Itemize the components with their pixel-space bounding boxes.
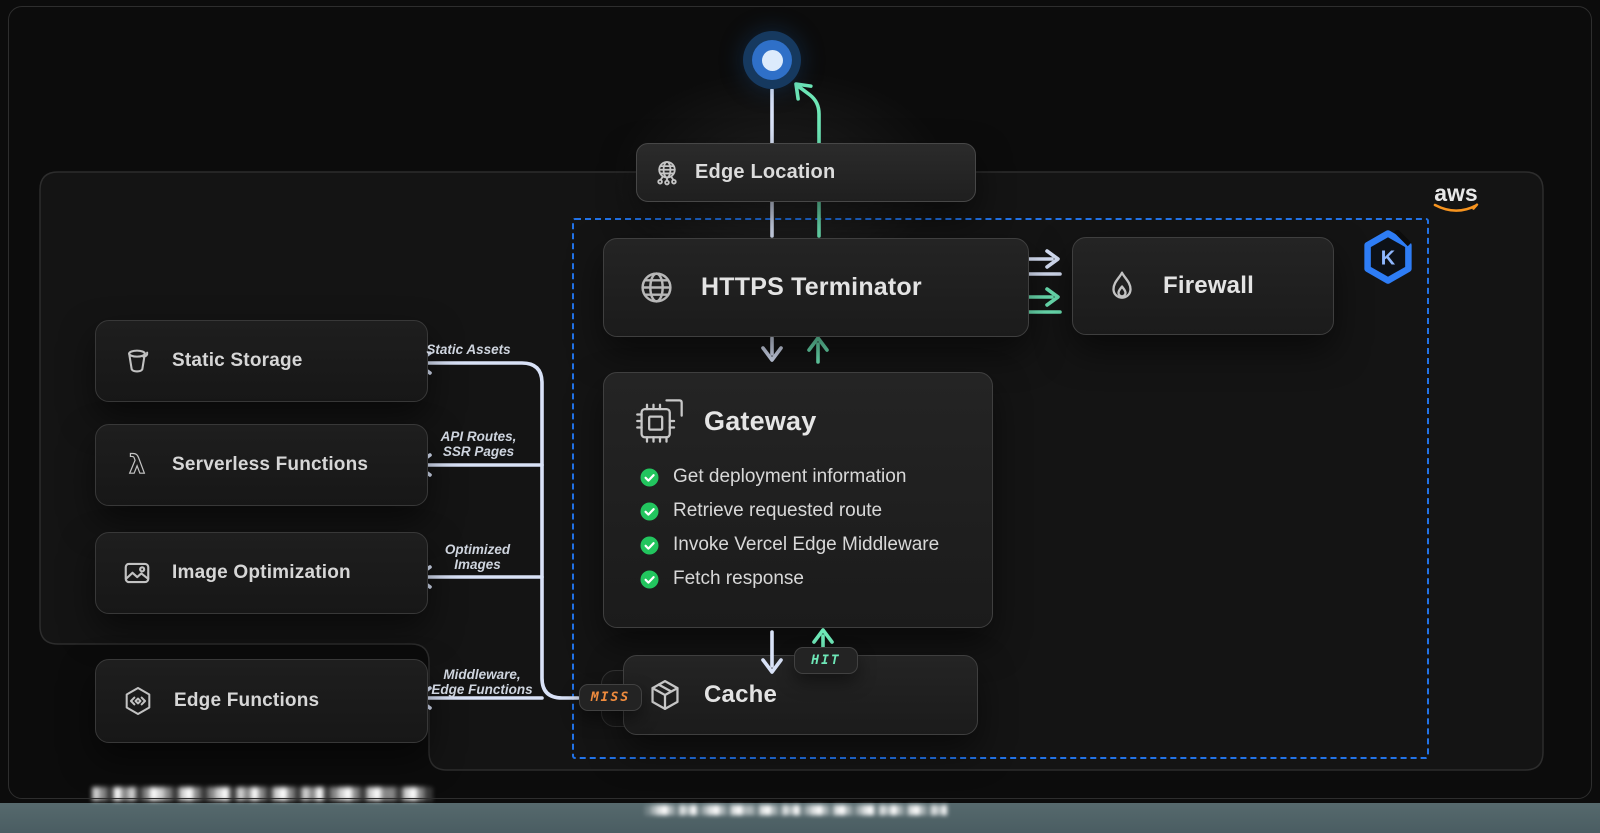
hit-badge: HIT bbox=[794, 647, 858, 674]
edge-location-node: Edge Location bbox=[636, 143, 976, 202]
firewall-node: Firewall bbox=[1072, 237, 1334, 335]
gateway-step-label: Retrieve requested route bbox=[673, 500, 883, 521]
gateway-title: Gateway bbox=[704, 405, 817, 436]
image-icon bbox=[122, 558, 152, 588]
bottom-band bbox=[0, 803, 1600, 833]
edge-functions-label: Edge Functions bbox=[174, 690, 320, 711]
aws-smile-icon bbox=[1433, 203, 1479, 212]
edge-label-optimized-images: Optimized Images bbox=[444, 542, 511, 572]
response-wire-vertical bbox=[796, 84, 821, 238]
gateway-step-label: Get deployment information bbox=[673, 466, 907, 487]
hit-badge-label: HIT bbox=[811, 653, 841, 668]
right-arrowhead bbox=[1045, 249, 1060, 269]
aws-logo: aws bbox=[1431, 180, 1481, 217]
miss-badge: MISS bbox=[579, 684, 642, 711]
redacted-text: ░▒▓█▒░▓▒█░▒▓█▒░▓█▒▒░▓█▒░▓▒█░▒▓█▒░▓█▒░▒▓█… bbox=[645, 805, 947, 816]
gateway-step: Get deployment information bbox=[640, 466, 992, 487]
serverless-functions-label: Serverless Functions bbox=[172, 454, 369, 475]
https-terminator-label: HTTPS Terminator bbox=[701, 273, 922, 301]
chip-icon bbox=[634, 395, 686, 447]
flame-icon bbox=[1105, 269, 1139, 303]
right-arrowhead-green bbox=[1045, 287, 1060, 307]
hexagon-code-icon bbox=[122, 685, 154, 717]
aws-dashed-region bbox=[572, 218, 1429, 759]
origin-point-ring bbox=[752, 40, 792, 80]
globe-icon bbox=[638, 269, 675, 306]
cache-hit-arrowhead bbox=[812, 628, 834, 644]
check-icon bbox=[640, 536, 659, 555]
origin-point-core bbox=[761, 49, 783, 71]
static-storage-node: Static Storage bbox=[95, 320, 428, 402]
miss-badge-label: MISS bbox=[590, 690, 631, 705]
edge-location-label: Edge Location bbox=[695, 161, 836, 183]
check-icon bbox=[640, 502, 659, 521]
origin-point bbox=[743, 31, 801, 89]
image-optimization-label: Image Optimization bbox=[172, 562, 351, 583]
static-storage-label: Static Storage bbox=[172, 350, 303, 371]
edge-label-api-routes: API Routes, SSR Pages bbox=[440, 429, 517, 459]
response-arrowhead bbox=[794, 82, 813, 101]
gateway-step: Fetch response bbox=[640, 568, 992, 589]
k8s-hexagon-logo: K bbox=[1361, 230, 1415, 284]
fanout-spine bbox=[418, 361, 580, 700]
down-arrowhead bbox=[761, 346, 783, 362]
gateway-step: Retrieve requested route bbox=[640, 500, 992, 521]
cache-label: Cache bbox=[704, 681, 778, 708]
edge-label-static-assets: Static Assets bbox=[426, 342, 511, 357]
cache-down-arrowhead bbox=[761, 658, 783, 674]
gateway-step: Invoke Vercel Edge Middleware bbox=[640, 534, 992, 555]
lambda-icon: λ bbox=[122, 450, 152, 480]
redacted-text: ▓▒░█▒▓░▒█▓▒░▓█▒░▒▓█░▓▒█▒░▓█▒░▓▒█░▒▓█▒░▓█… bbox=[92, 787, 432, 801]
firewall-label: Firewall bbox=[1163, 272, 1254, 299]
https-terminator-node: HTTPS Terminator bbox=[603, 238, 1029, 337]
gateway-node: Gateway Get deployment information Retri… bbox=[603, 372, 993, 628]
up-arrowhead bbox=[807, 336, 829, 352]
gateway-step-label: Fetch response bbox=[673, 568, 804, 589]
check-icon bbox=[640, 570, 659, 589]
check-icon bbox=[640, 468, 659, 487]
bucket-icon bbox=[122, 346, 152, 376]
package-icon bbox=[648, 678, 682, 712]
globe-network-icon bbox=[653, 159, 681, 187]
gateway-step-label: Invoke Vercel Edge Middleware bbox=[673, 534, 940, 555]
edge-label-middleware: Middleware, Edge Functions bbox=[431, 667, 533, 697]
edge-functions-node: Edge Functions bbox=[95, 659, 428, 743]
aws-logo-text: aws bbox=[1434, 180, 1478, 206]
k8s-letter: K bbox=[1381, 248, 1396, 270]
serverless-functions-node: λ Serverless Functions bbox=[95, 424, 428, 506]
svg-text:λ: λ bbox=[129, 450, 145, 480]
image-optimization-node: Image Optimization bbox=[95, 532, 428, 614]
gateway-checklist: Get deployment information Retrieve requ… bbox=[634, 466, 992, 603]
